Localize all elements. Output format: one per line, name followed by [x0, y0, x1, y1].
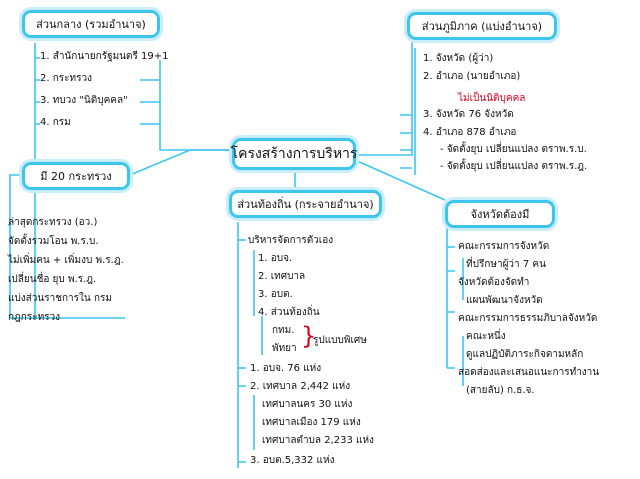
regional-item-1: 1. จังหวัด (ผู้ว่า) — [423, 53, 494, 64]
ministries-box: มี 20 กระทรวง — [22, 162, 130, 190]
ministries-item-2: จัดตั้งรวมโอน พ.ร.บ. — [8, 236, 99, 247]
province-title: จังหวัดต้องมี — [470, 208, 530, 221]
regional-title: ส่วนภูมิภาค (แบ่งอำนาจ) — [421, 20, 543, 33]
regional-item-4: 4. อำเภอ 878 อำเภอ — [423, 127, 517, 138]
province-item-5: คณะกรรมการธรรมภิบาลจังหวัด — [458, 313, 598, 324]
local-special-1: กทม. — [272, 325, 295, 336]
province-item-7: ดูแลปฏิบัติภาระกิจตามหลัก — [466, 349, 584, 360]
regional-item-6: - จัดตั้งยุบ เปลี่ยนแปลง ตราพ.ร.ฎ. — [440, 161, 588, 172]
ministries-item-5: แบ่งส่วนราชการใน กรม — [8, 293, 112, 304]
local-item-2: 2. เทศบาล — [258, 271, 306, 282]
local-box: ส่วนท้องถิ่น (กระจายอำนาจ) — [229, 190, 382, 218]
local-count-4: เทศบาลเมือง 179 แห่ง — [262, 417, 361, 428]
central-title: ส่วนกลาง (รวมอำนาจ) — [36, 18, 146, 31]
province-item-4: แผนพัฒนาจังหวัด — [466, 295, 543, 306]
regional-item-5: - จัดตั้งยุบ เปลี่ยนแปลง ตราพ.ร.บ. — [440, 144, 587, 155]
province-item-6: คณะหนึ่ง — [466, 331, 506, 342]
central-item-1: 1. สำนักนายกรัฐมนตรี 19+1 — [40, 51, 169, 62]
regional-item-2: 2. อำเภอ (นายอำเภอ) — [423, 71, 521, 82]
center-title: โครงสร้างการบริหาร — [230, 146, 358, 162]
local-count-3: เทศบาลนคร 30 แห่ง — [262, 399, 353, 410]
regional-note: ไม่เป็นนิติบุคคล — [458, 93, 526, 104]
local-head: บริหารจัดการตัวเอง — [248, 235, 334, 246]
ministries-item-3: ไม่เพิ่มคน + เพิ่มงบ พ.ร.ฎ. — [8, 255, 124, 266]
central-item-3: 3. ทบวง "นิติบุคคล" — [40, 95, 128, 106]
regional-item-3: 3. จังหวัด 76 จังหวัด — [423, 109, 514, 120]
ministries-item-1: ล่าสุดกระทรวง (อว.) — [8, 217, 98, 228]
central-box: ส่วนกลาง (รวมอำนาจ) — [22, 10, 160, 38]
province-box: จังหวัดต้องมี — [445, 200, 555, 228]
local-special-2: พัทยา — [272, 343, 297, 354]
province-item-1: คณะกรรมการจังหวัด — [458, 241, 550, 252]
special-brace: } — [301, 322, 317, 350]
center-box: โครงสร้างการบริหาร — [230, 138, 358, 170]
province-item-3: จังหวัดต้องจัดทำ — [458, 277, 530, 288]
central-item-4: 4. กรม — [40, 117, 71, 128]
ministries-item-4: เปลี่ยนชื่อ ยุบ พ.ร.ฎ. — [8, 274, 97, 285]
local-count-1: 1. อบจ. 76 แห่ง — [250, 363, 322, 374]
local-item-1: 1. อบจ. — [258, 253, 293, 264]
central-item-2: 2. กระทรวง — [40, 73, 92, 84]
province-item-9: (สายลับ) ก.ธ.จ. — [466, 385, 535, 396]
province-item-2: ที่ปรึกษาผู้ว่า 7 คน — [466, 259, 546, 270]
local-title: ส่วนท้องถิ่น (กระจายอำนาจ) — [237, 198, 374, 211]
local-special-label: รูปแบบพิเศษ — [313, 335, 367, 346]
local-count-2: 2. เทศบาล 2,442 แห่ง — [250, 381, 351, 392]
local-item-3: 3. อบต. — [258, 289, 293, 300]
local-item-4: 4. ส่วนท้องถิ่น — [258, 307, 320, 318]
ministries-item-6: กฎกระทรวง — [8, 312, 61, 323]
province-item-8: สอดส่องและเสนอแนะการทำงาน — [458, 367, 600, 378]
local-count-5: เทศบาลตำบล 2,233 แห่ง — [262, 435, 374, 446]
local-count-6: 3. อบต.5,332 แห่ง — [250, 455, 335, 466]
ministries-title: มี 20 กระทรวง — [40, 170, 112, 183]
regional-box: ส่วนภูมิภาค (แบ่งอำนาจ) — [407, 12, 557, 40]
